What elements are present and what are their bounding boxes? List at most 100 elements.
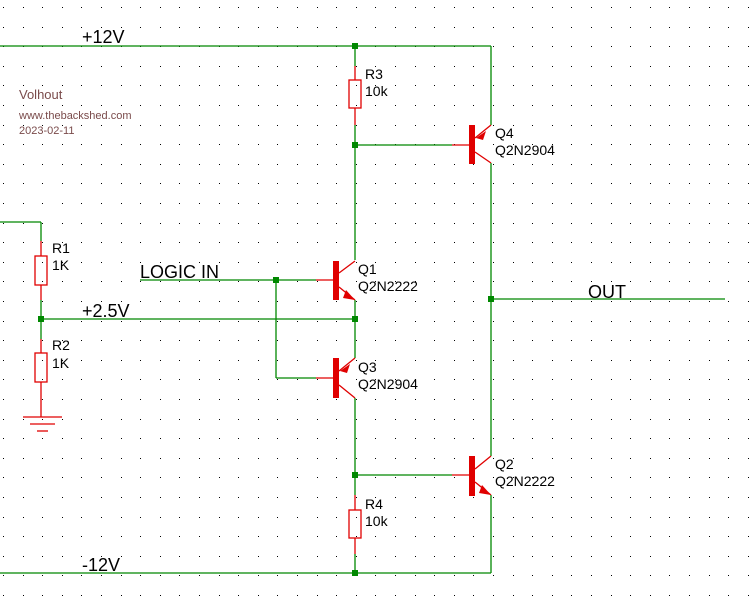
grid-dot — [23, 556, 24, 557]
grid-dot — [336, 223, 337, 224]
resistor-r3[interactable] — [348, 66, 362, 125]
grid-dot — [81, 379, 82, 380]
grid-dot — [513, 575, 514, 576]
grid-dot — [3, 301, 4, 302]
transistor-q4-pnp[interactable] — [452, 124, 492, 164]
grid-dot — [669, 438, 670, 439]
grid-dot — [3, 85, 4, 86]
grid-dot — [709, 497, 710, 498]
grid-dot — [219, 7, 220, 8]
grid-dot — [258, 458, 259, 459]
grid-dot — [689, 281, 690, 282]
resistor-r2[interactable] — [34, 339, 48, 417]
grid-dot — [532, 458, 533, 459]
grid-dot — [317, 262, 318, 263]
grid-dot — [669, 7, 670, 8]
grid-dot — [434, 223, 435, 224]
grid-dot — [493, 399, 494, 400]
grid-dot — [356, 223, 357, 224]
grid-dot — [709, 301, 710, 302]
grid-dot — [571, 595, 572, 596]
grid-dot — [336, 497, 337, 498]
grid-dot — [709, 517, 710, 518]
grid-dot — [571, 66, 572, 67]
grid-dot — [532, 575, 533, 576]
grid-dot — [258, 438, 259, 439]
grid-dot — [630, 321, 631, 322]
grid-dot — [219, 556, 220, 557]
grid-dot — [121, 27, 122, 28]
transistor-q2-npn[interactable] — [452, 455, 492, 496]
grid-dot — [689, 438, 690, 439]
grid-dot — [336, 105, 337, 106]
grid-dot — [121, 7, 122, 8]
grid-dot — [650, 360, 651, 361]
grid-dot — [42, 419, 43, 420]
grid-dot — [375, 458, 376, 459]
grid-dot — [650, 536, 651, 537]
grid-dot — [62, 379, 63, 380]
grid-dot — [42, 438, 43, 439]
grid-dot — [238, 458, 239, 459]
grid-dot — [415, 7, 416, 8]
resistor-r4[interactable] — [348, 495, 362, 554]
transistor-q3-pnp[interactable] — [316, 357, 356, 399]
grid-dot — [689, 125, 690, 126]
grid-dot — [434, 458, 435, 459]
grid-dot — [297, 438, 298, 439]
grid-dot — [375, 281, 376, 282]
grid-dot — [650, 242, 651, 243]
grid-dot — [630, 517, 631, 518]
grid-dot — [650, 105, 651, 106]
grid-dot — [42, 517, 43, 518]
grid-dot — [630, 27, 631, 28]
grid-dot — [571, 281, 572, 282]
grid-dot — [121, 301, 122, 302]
grid-dot — [669, 419, 670, 420]
grid-dot — [101, 27, 102, 28]
grid-dot — [415, 517, 416, 518]
grid-dot — [317, 419, 318, 420]
grid-dot — [571, 183, 572, 184]
grid-dot — [297, 458, 298, 459]
grid-dot — [493, 85, 494, 86]
grid-dot — [238, 125, 239, 126]
grid-dot — [238, 556, 239, 557]
grid-dot — [121, 164, 122, 165]
grid-dot — [199, 438, 200, 439]
grid-dot — [513, 164, 514, 165]
grid-dot — [199, 301, 200, 302]
grid-dot — [611, 262, 612, 263]
grid-dot — [42, 556, 43, 557]
net-label-out: OUT — [588, 282, 626, 302]
grid-dot — [356, 242, 357, 243]
grid-dot — [513, 438, 514, 439]
grid-dot — [101, 477, 102, 478]
transistor-q1-npn[interactable] — [316, 260, 356, 301]
grid-dot — [81, 575, 82, 576]
grid-dot — [669, 281, 670, 282]
grid-dot — [258, 105, 259, 106]
grid-dot — [121, 321, 122, 322]
grid-dot — [591, 517, 592, 518]
grid-dot — [140, 379, 141, 380]
grid-dot — [434, 164, 435, 165]
grid-dot — [121, 105, 122, 106]
grid-dot — [473, 223, 474, 224]
grid-dot — [238, 203, 239, 204]
grid-dot — [297, 27, 298, 28]
grid-dot — [375, 419, 376, 420]
grid-dot — [140, 125, 141, 126]
grid-dot — [179, 223, 180, 224]
grid-dot — [101, 536, 102, 537]
grid-dot — [454, 517, 455, 518]
grid-dot — [140, 301, 141, 302]
grid-dot — [238, 281, 239, 282]
grid-dot — [62, 27, 63, 28]
grid-dot — [199, 66, 200, 67]
grid-dot — [552, 477, 553, 478]
grid-dot — [258, 575, 259, 576]
grid-dot — [62, 183, 63, 184]
grid-dot — [101, 281, 102, 282]
resistor-r1[interactable] — [34, 241, 48, 300]
